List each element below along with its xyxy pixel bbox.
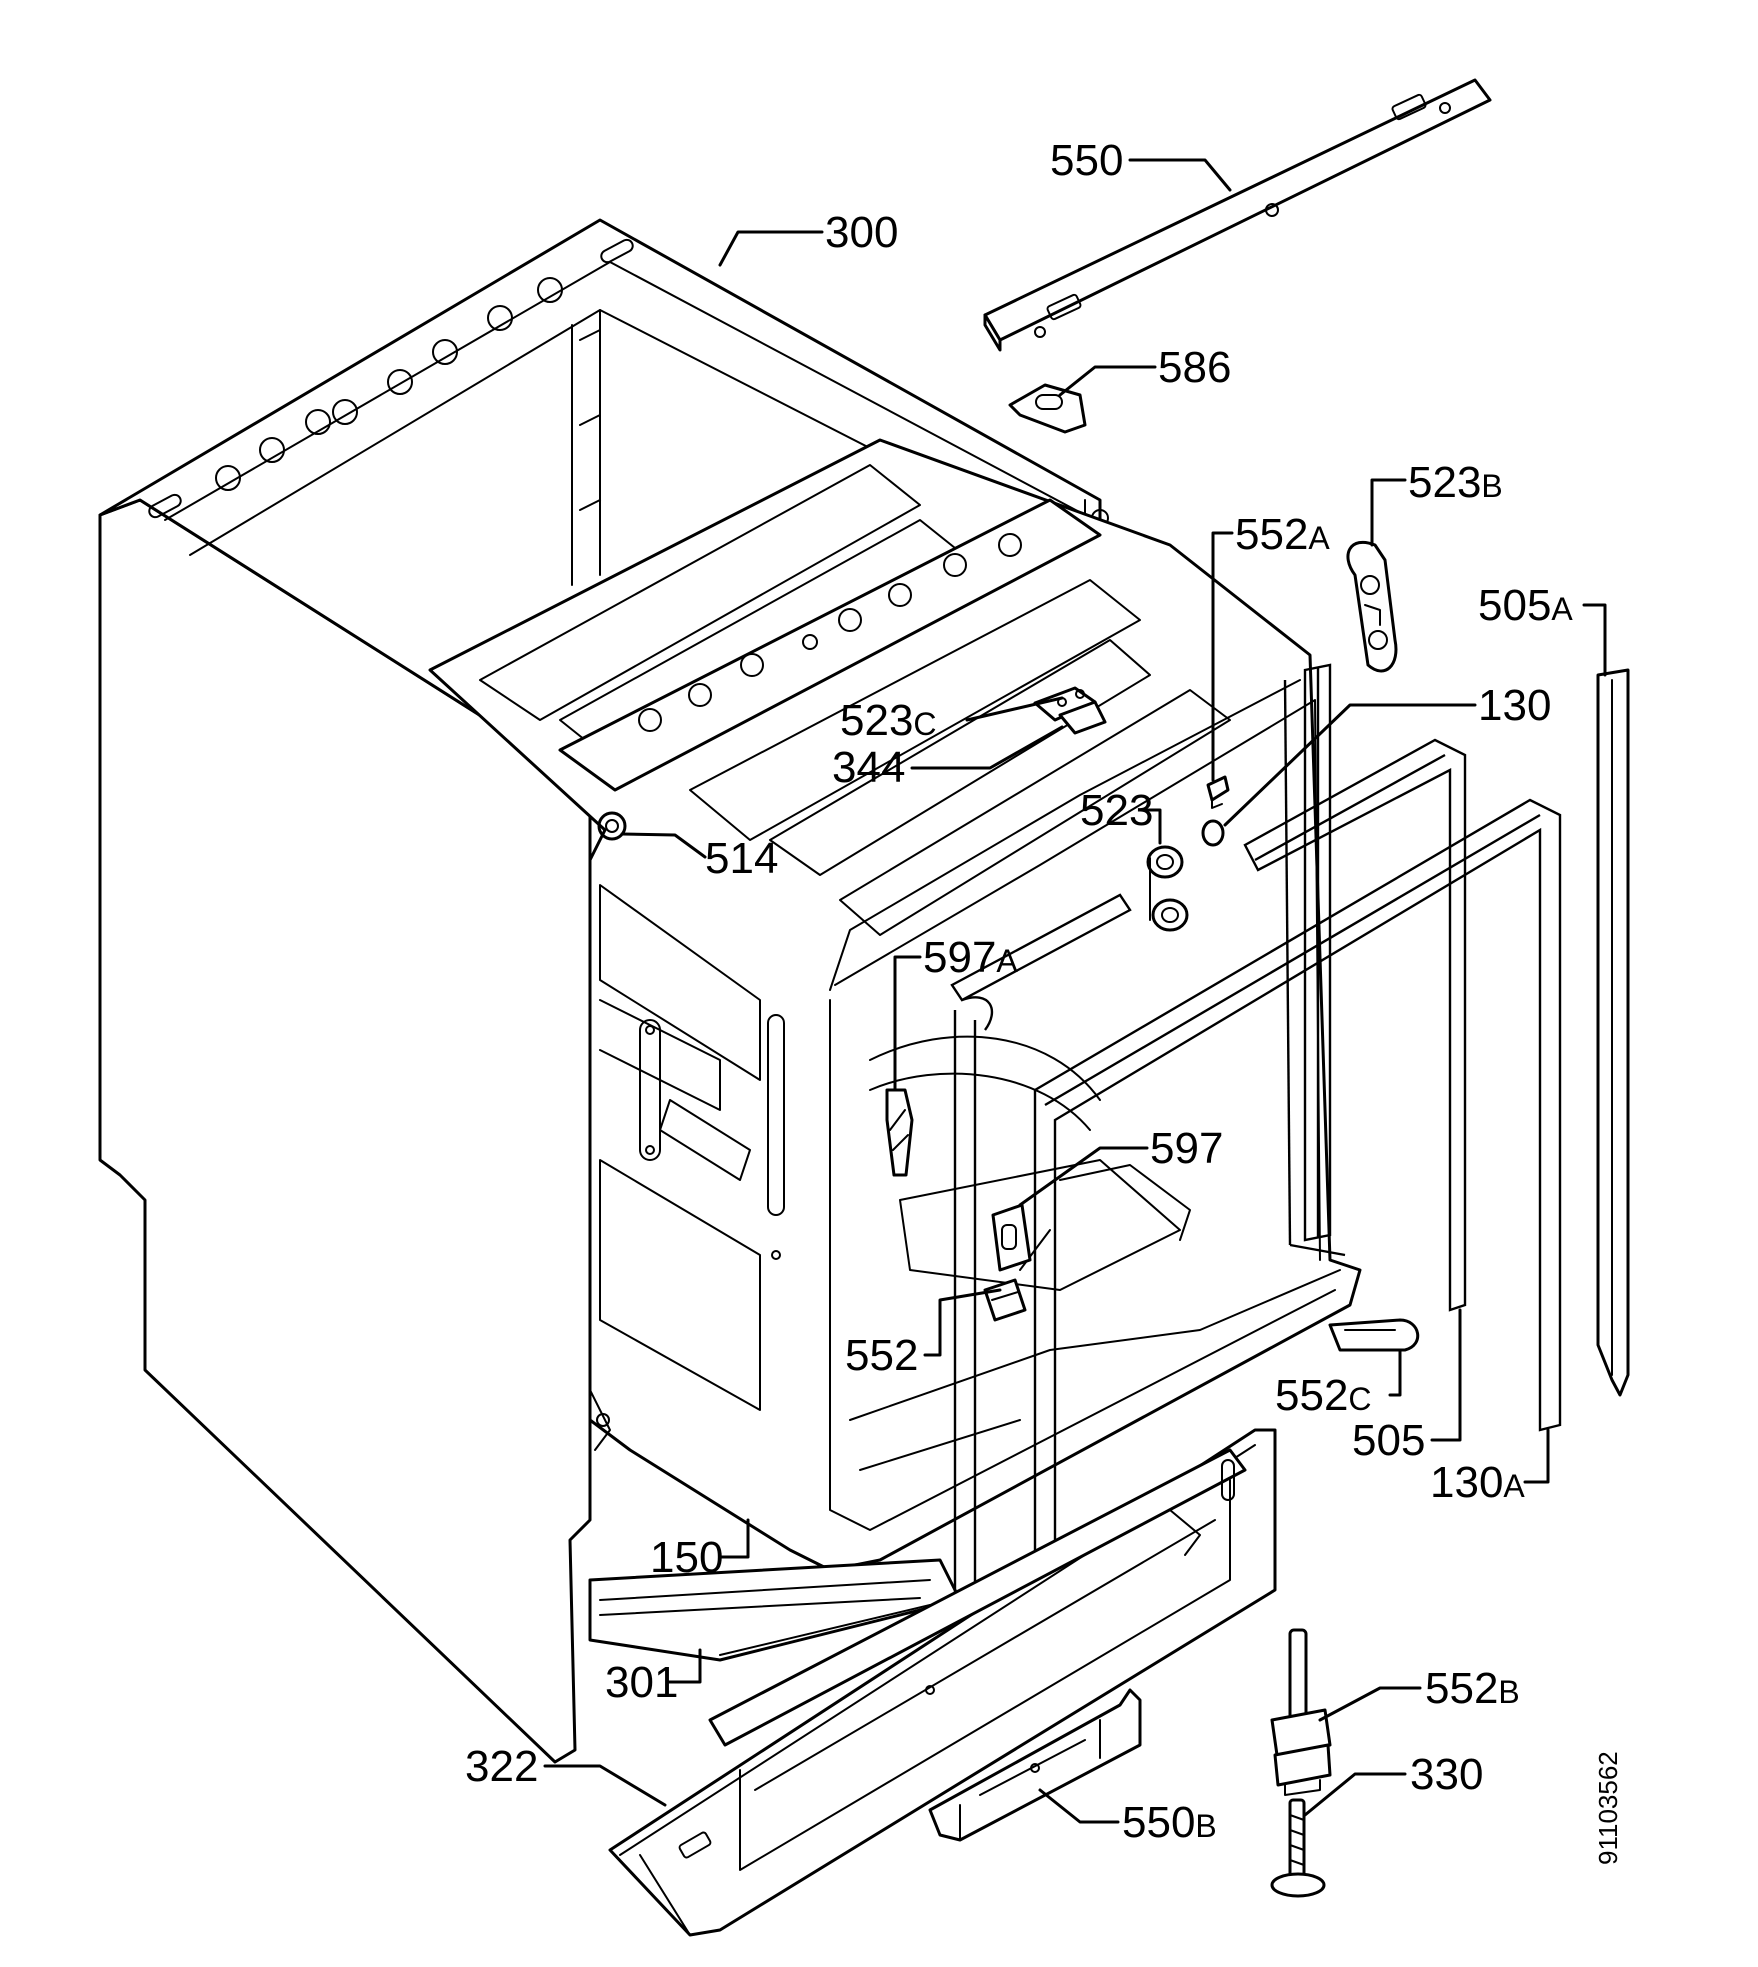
- label-322: 322: [465, 1742, 538, 1791]
- label-597a: 597A: [923, 933, 1018, 982]
- label-552a: 552A: [1235, 510, 1330, 559]
- small-parts: [885, 686, 1420, 1352]
- label-505a: 505A: [1478, 581, 1573, 630]
- drawing-code: 91103562: [1593, 1751, 1623, 1865]
- label-505: 505: [1352, 1416, 1425, 1465]
- base-tray: [588, 1558, 962, 1662]
- label-523c: 523C: [840, 696, 937, 745]
- label-586: 586: [1158, 343, 1231, 392]
- bracket-550b: [928, 1688, 1142, 1842]
- label-523b: 523B: [1408, 458, 1503, 507]
- screw-330: [1270, 1798, 1326, 1898]
- label-130a: 130A: [1430, 1458, 1525, 1507]
- label-523: 523: [1080, 786, 1153, 835]
- label-301: 301: [605, 1658, 678, 1707]
- label-514: 514: [705, 834, 778, 883]
- label-300: 300: [825, 208, 898, 257]
- part-labels: 550 300 586 523B 552A 505A 130 523C 344 …: [465, 136, 1573, 1847]
- label-130: 130: [1478, 681, 1551, 730]
- label-597: 597: [1150, 1124, 1223, 1173]
- hinge-plate-523b: [1346, 540, 1398, 673]
- label-330: 330: [1410, 1750, 1483, 1799]
- label-150: 150: [650, 1533, 723, 1582]
- label-550: 550: [1050, 136, 1123, 185]
- label-344: 344: [832, 743, 905, 792]
- label-552b: 552B: [1425, 1664, 1520, 1713]
- label-552: 552: [845, 1331, 918, 1380]
- label-552c: 552C: [1275, 1371, 1372, 1420]
- foot-552b: [1270, 1628, 1332, 1796]
- clip-586: [1008, 383, 1087, 434]
- seal-strip-505a: [1596, 668, 1630, 1397]
- leader-lines: [543, 158, 1607, 1824]
- base-rail-322: [608, 1428, 1277, 1937]
- top-rail-550: [983, 78, 1492, 352]
- label-550b: 550B: [1122, 1798, 1217, 1847]
